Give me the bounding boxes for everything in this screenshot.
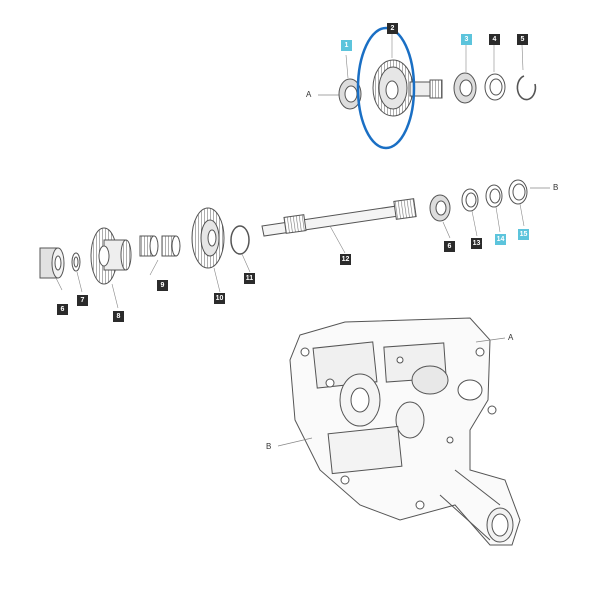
part-tag-6-right: 6 [444, 241, 455, 252]
part-tag-10: 10 [214, 293, 225, 304]
reference-b-housing: B [266, 442, 272, 451]
reference-a-top: A [306, 90, 312, 99]
bearing-part-3 [453, 72, 477, 104]
bearing-part-6-right [429, 194, 451, 222]
part-tag-9: 9 [157, 280, 168, 291]
gear-part-8 [90, 227, 132, 285]
top-shaft-assembly [318, 34, 537, 117]
washer-part-15 [508, 179, 528, 205]
part-tag-7: 7 [77, 295, 88, 306]
washer-part-13 [461, 188, 479, 212]
needle-bearing-part-9 [139, 235, 181, 257]
bearing-part-6-left [39, 247, 65, 279]
part-tag-6-left: 6 [57, 304, 68, 315]
highlight-callout-ellipse [356, 26, 416, 150]
part-tag-8: 8 [113, 311, 124, 322]
washer-part-14 [485, 184, 503, 208]
gearbox-housing [277, 317, 521, 546]
washer-part-4 [484, 73, 506, 101]
shaft-part-12 [261, 198, 417, 237]
part-tag-12: 12 [340, 254, 351, 265]
middle-shaft-assembly [39, 179, 550, 309]
bearing-part-1 [338, 78, 362, 110]
part-tag-4: 4 [489, 34, 500, 45]
washer-part-7 [71, 252, 81, 272]
part-tag-1: 1 [341, 40, 352, 51]
reference-b-right: B [553, 183, 559, 192]
part-tag-5: 5 [517, 34, 528, 45]
part-tag-2: 2 [387, 23, 398, 34]
part-tag-14: 14 [495, 234, 506, 245]
gear-part-2 [372, 59, 443, 117]
part-tag-3: 3 [461, 34, 472, 45]
part-tag-13: 13 [471, 238, 482, 249]
gear-part-10 [191, 207, 225, 269]
circlip-part-5 [516, 75, 537, 101]
part-tag-15: 15 [518, 229, 529, 240]
part-tag-11: 11 [244, 273, 255, 284]
circlip-part-11 [230, 225, 250, 255]
reference-a-housing: A [508, 333, 514, 342]
